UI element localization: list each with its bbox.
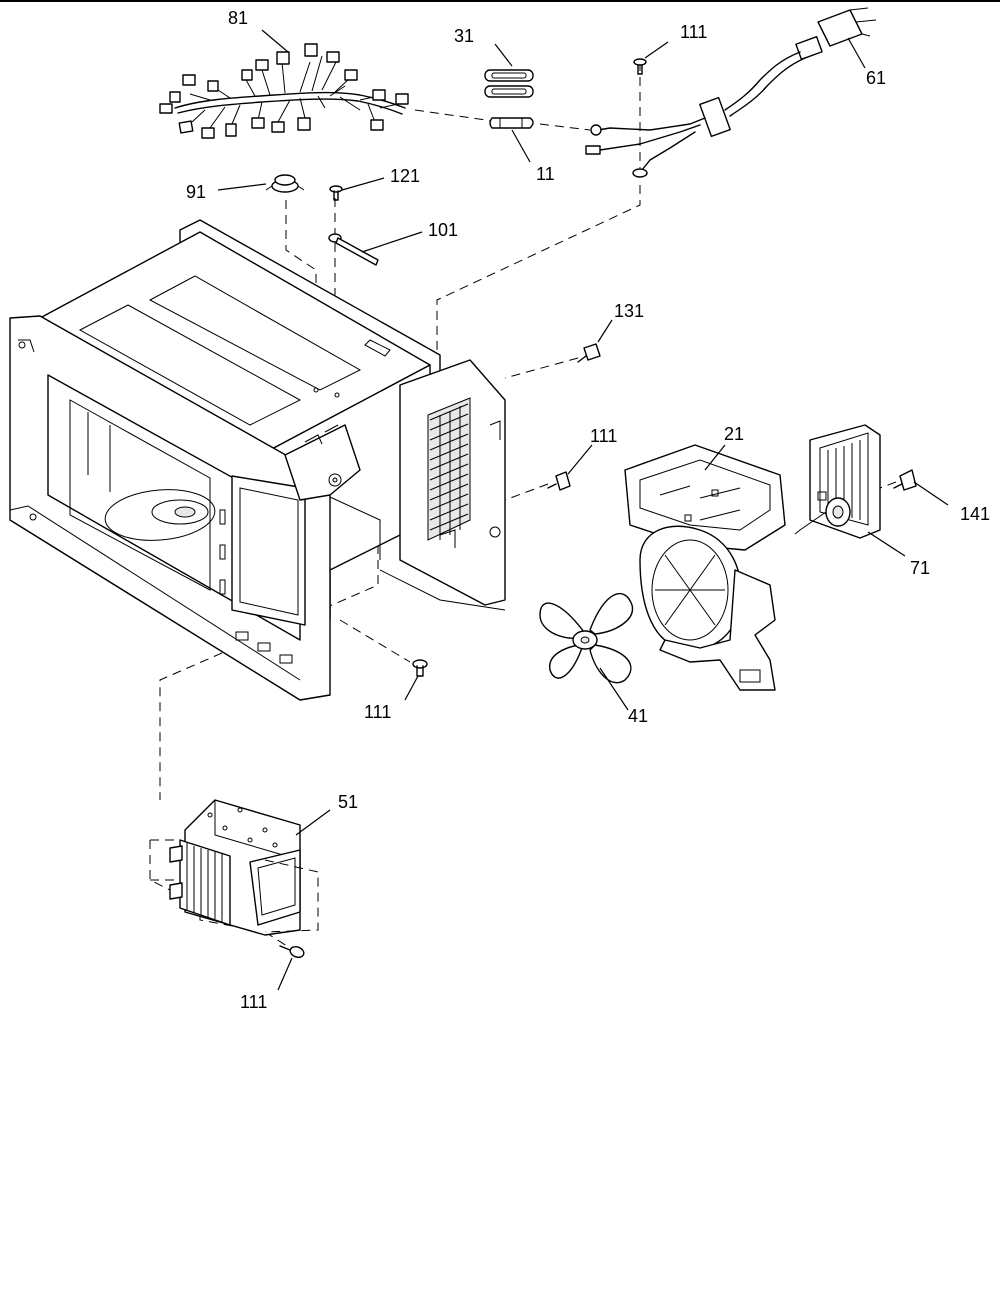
callout-71: 71 [910, 558, 930, 578]
callout-141: 141 [960, 504, 990, 524]
part-101[interactable] [328, 233, 379, 266]
leader-lines [217, 29, 949, 991]
fan-motor-71[interactable] [794, 424, 881, 539]
magnetron-51[interactable] [150, 799, 319, 936]
screw-131[interactable] [577, 343, 601, 363]
callout-111-middle: 111 [590, 426, 617, 446]
screw-111-bottom[interactable] [279, 945, 305, 959]
callout-labels: 81 31 111 61 11 91 121 101 131 111 21 14… [186, 8, 990, 1012]
oven-cavity[interactable] [9, 219, 506, 701]
callout-91: 91 [186, 182, 206, 202]
callout-111-top: 111 [680, 22, 707, 42]
callout-61: 61 [866, 68, 886, 88]
clip-31[interactable] [484, 69, 534, 98]
callout-111-bottom: 111 [240, 992, 267, 1012]
screw-111-top[interactable] [633, 58, 647, 75]
callout-21: 21 [724, 424, 744, 444]
callout-51: 51 [338, 792, 358, 812]
callout-131: 131 [614, 301, 644, 321]
power-cord-61[interactable] [585, 7, 877, 178]
callout-31: 31 [454, 26, 474, 46]
callout-81: 81 [228, 8, 248, 28]
fan-shroud-21[interactable] [624, 444, 786, 691]
callout-121: 121 [390, 166, 420, 186]
wire-harness-81[interactable] [159, 43, 409, 139]
screw-141[interactable] [893, 469, 917, 491]
screw-111-middle[interactable] [547, 471, 571, 491]
callout-111-lower: 111 [364, 702, 391, 722]
callout-11: 11 [536, 164, 555, 184]
callout-101: 101 [428, 220, 458, 240]
fan-blade-41[interactable] [539, 592, 634, 684]
fuse-11[interactable] [489, 117, 534, 129]
screw-111-lower[interactable] [412, 659, 428, 677]
callout-41: 41 [628, 706, 648, 726]
thermostat-91[interactable] [265, 174, 305, 193]
screw-121[interactable] [329, 185, 343, 201]
